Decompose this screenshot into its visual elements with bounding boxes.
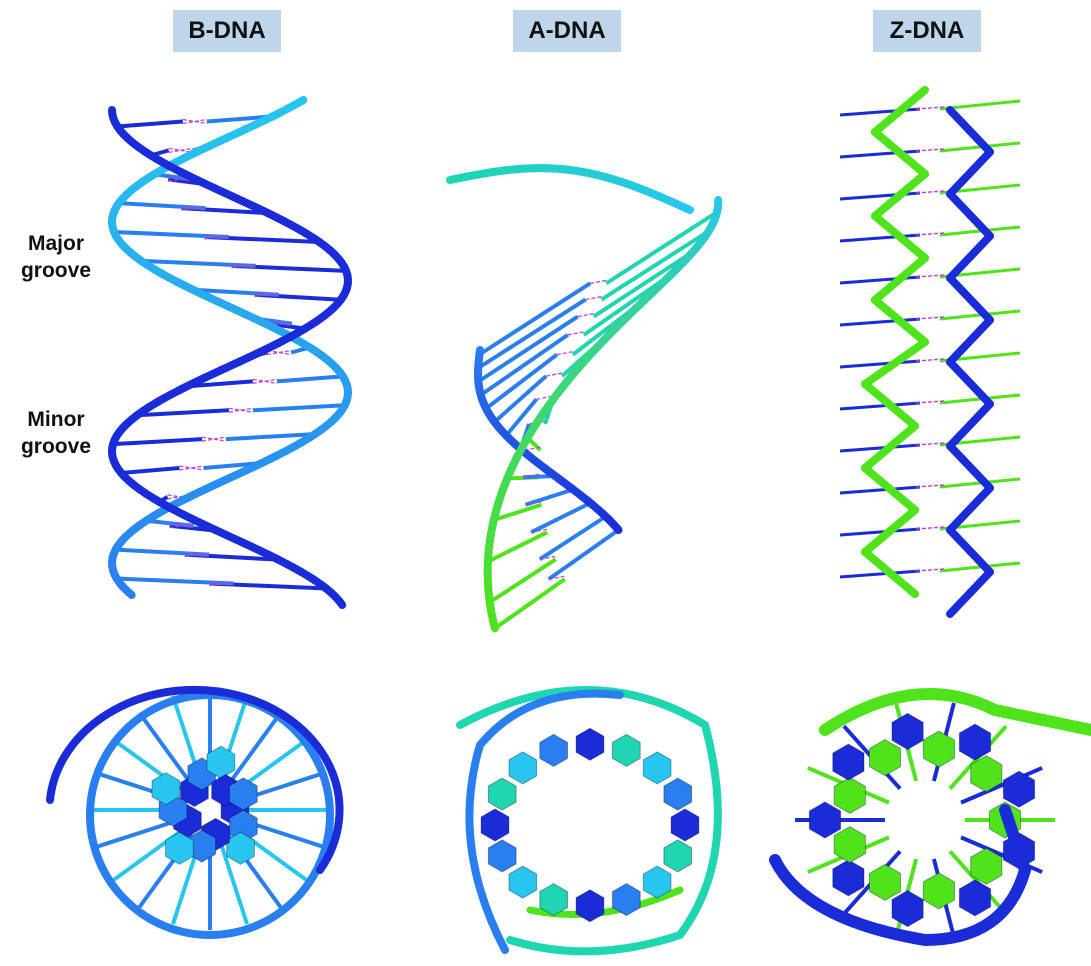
title-b-dna: B-DNA [173,10,281,52]
title-z-dna: Z-DNA [873,10,981,52]
hydrogen-bond [916,149,944,151]
base-ring [892,891,923,927]
base-ring [869,740,900,776]
base-rung [228,713,281,786]
base-ring [923,731,954,767]
base-ring [509,752,537,784]
base-rung [495,579,565,628]
backbone-strand [950,362,990,404]
hydrogen-bond [916,317,944,319]
base-rung [840,361,920,367]
base-ring [892,713,923,749]
z-dna-side-view [820,80,1050,610]
hydrogen-bond [578,314,594,317]
b-dna-top-view [40,670,380,960]
backbone-strand [339,601,342,605]
backbone-strand [950,572,990,614]
base-rung [840,529,920,535]
backbone-strand [950,278,990,320]
base-ring [664,778,692,810]
base-ring [1003,771,1034,807]
base-rung [277,376,343,381]
a-dna-side-view [420,140,750,620]
base-rung [840,571,920,577]
hydrogen-bond [916,107,944,109]
backbone-strand [950,110,990,152]
hydrogen-bond [916,569,944,571]
hydrogen-bond [585,297,601,300]
base-rung [113,439,202,444]
base-rung [253,405,345,410]
title-a-dna: A-DNA [513,10,621,52]
base-ring [664,840,692,872]
base-ring [509,866,537,898]
backbone-strand [825,694,1091,730]
base-ring [488,778,516,810]
backbone-strand [127,591,132,595]
hydrogen-bond [916,527,944,529]
base-rung [840,193,920,199]
backbone-strand [493,622,495,628]
base-rung [549,530,619,579]
hydrogen-bond [916,485,944,487]
base-ring [671,809,699,841]
base-rung [117,122,182,127]
base-ring [540,734,568,766]
backbone-strand [686,208,690,210]
base-rung [488,532,547,561]
hydrogen-bond [916,275,944,277]
base-ring [959,724,990,760]
backbone-strand [617,528,619,530]
base-ring [643,752,671,784]
base-ring [923,873,954,909]
base-rung [490,559,556,602]
hydrogen-bond [916,233,944,235]
base-ring [613,734,641,766]
base-ring [481,809,509,841]
hydrogen-bond [568,332,584,335]
a-dna-top-view [440,665,740,960]
base-ring [869,864,900,900]
base-ring [833,744,864,780]
base-rung [840,403,920,409]
base-rung [840,277,920,283]
base-ring [833,860,864,896]
hydrogen-bond [916,401,944,403]
base-ring [959,880,990,916]
base-ring [488,840,516,872]
hydrogen-bond [546,373,562,376]
base-rung [840,445,920,451]
hydrogen-bond [557,352,573,355]
base-rung [137,410,229,415]
base-ring [809,802,840,838]
hydrogen-bond [590,280,606,283]
base-rung [116,550,209,555]
hydrogen-bond [916,359,944,361]
base-rung [531,503,590,532]
hydrogen-bond [916,443,944,445]
hydrogen-bond [916,191,944,193]
base-rung [121,468,179,473]
backbone-strand [950,530,990,572]
base-rung [840,487,920,493]
z-dna-top-view [765,670,1091,966]
base-rung [478,317,577,382]
backbone-strand [950,194,990,236]
base-rung [525,490,573,505]
base-rung [119,203,206,208]
b-dna-side-view [90,85,370,625]
base-ring [576,728,604,760]
base-rung [840,109,920,115]
backbone-strand [950,446,990,488]
